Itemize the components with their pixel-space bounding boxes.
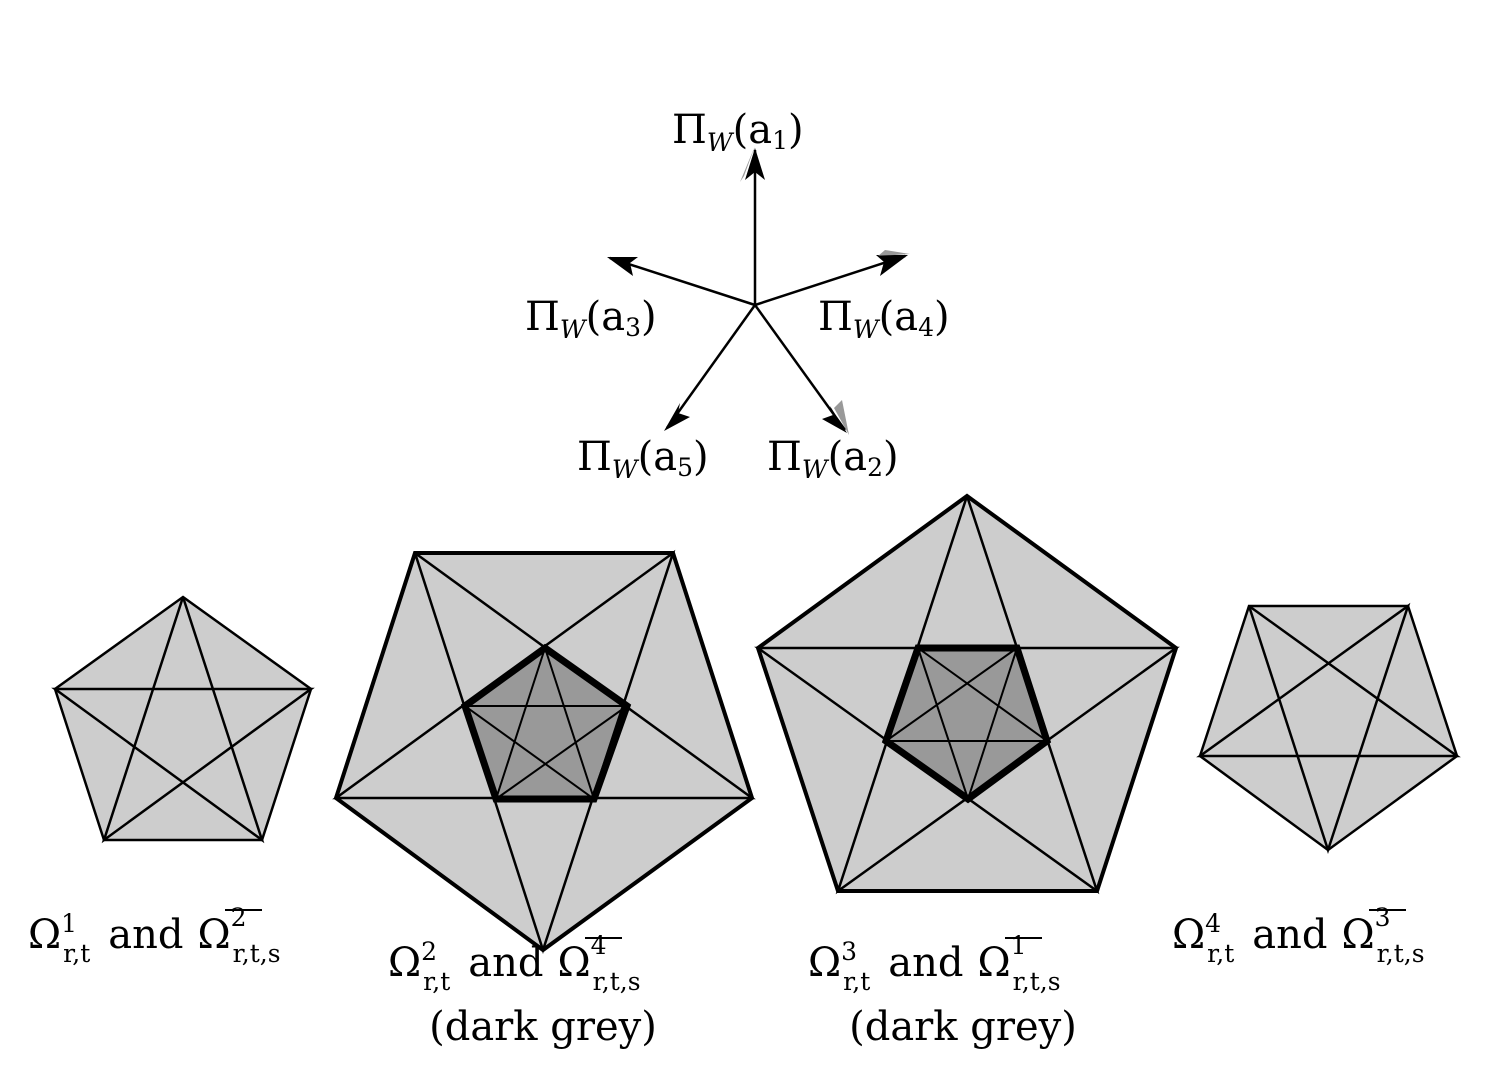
projection-star	[607, 146, 910, 435]
pentagon-3-star	[754, 495, 1180, 895]
arrow-a2	[753, 304, 847, 431]
pentagon-2-inner-star	[461, 647, 631, 802]
arrowhead-a1-shade	[740, 146, 755, 182]
arrowhead-a2-shade	[834, 400, 849, 435]
label-pi-w-a2: ΠW(a2)	[767, 434, 899, 484]
arrowhead-a4-shade	[878, 250, 910, 256]
label-pi-w-a1: ΠW(a1)	[672, 107, 804, 157]
arrow-a5	[665, 304, 757, 429]
arrowhead-a5	[664, 403, 690, 431]
arrow-a4	[754, 254, 906, 307]
arrowhead-a2	[822, 406, 847, 433]
label-pi-w-a4: ΠW(a4)	[818, 294, 950, 344]
pentagon-1-star	[51, 596, 315, 844]
pentagon-4-body	[1198, 604, 1459, 852]
arrowhead-a3	[607, 257, 638, 276]
pentagon-1-body	[53, 595, 313, 842]
caption-2-note: (dark grey)	[429, 1004, 657, 1050]
arrow-a3	[609, 256, 756, 307]
label-pi-w-a5: ΠW(a5)	[577, 434, 709, 484]
arrowhead-a1	[745, 148, 765, 180]
pentagon-2-star	[332, 549, 756, 955]
pentagon-2	[332, 549, 756, 955]
label-pi-w-a3: ΠW(a3)	[525, 294, 657, 344]
pentagon-4-star	[1196, 602, 1461, 855]
pentagon-3-inner-star	[882, 645, 1051, 803]
arrowhead-a4	[876, 255, 908, 276]
pentagon-4	[1196, 602, 1461, 855]
pentagon-3	[754, 493, 1180, 895]
caption-3-note: (dark grey)	[849, 1004, 1077, 1050]
pentagon-1	[51, 595, 315, 844]
